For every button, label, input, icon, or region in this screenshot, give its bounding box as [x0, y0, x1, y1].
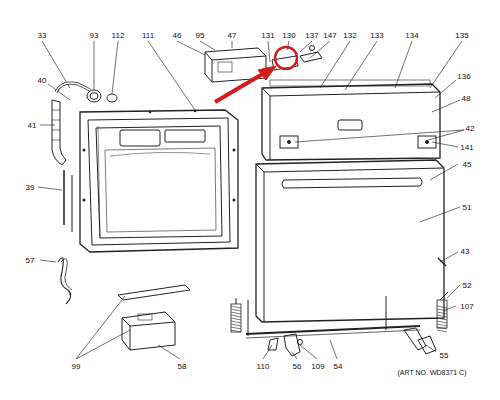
callout-number: 141	[459, 143, 474, 152]
spring-coil	[437, 324, 447, 326]
callout-number: 130	[281, 31, 296, 40]
callout-number: 47	[227, 31, 238, 40]
callout-number: 95	[195, 31, 206, 40]
callout-number: 56	[292, 362, 303, 371]
callout-number: 46	[172, 31, 183, 40]
spring-coil	[231, 324, 241, 326]
spring-coil	[437, 330, 447, 332]
spring-coil	[231, 309, 241, 311]
callout-number: 107	[459, 302, 474, 311]
spring-coil	[437, 312, 447, 314]
callout-number: 57	[25, 256, 36, 265]
callout-number: 39	[25, 183, 36, 192]
spring-coil	[231, 306, 241, 308]
callout-number: 40	[37, 76, 48, 85]
spring-coil	[231, 330, 241, 332]
callout-number: 111	[141, 31, 155, 40]
spring-coil	[437, 318, 447, 320]
callout-number: 132	[342, 31, 357, 40]
spring-coil	[437, 306, 447, 308]
callout-number: 51	[462, 203, 473, 212]
callout-number: 134	[404, 31, 419, 40]
art-number-note: (ART NO. WD8371 C)	[397, 368, 468, 377]
callout-number: 33	[37, 31, 48, 40]
spring-coil	[231, 327, 241, 329]
callout-number: 133	[369, 31, 384, 40]
callout-number: 45	[462, 160, 473, 169]
spring-coil	[231, 315, 241, 317]
callout-number: 99	[71, 362, 82, 371]
callout-number: 110	[256, 362, 271, 371]
callout-number: 112	[111, 31, 126, 40]
spring-coil	[437, 327, 447, 329]
callout-number: 58	[177, 362, 188, 371]
callout-number: 48	[461, 94, 472, 103]
callout-number: 136	[456, 72, 471, 81]
spring-coil	[231, 312, 241, 314]
callout-number: 41	[27, 121, 38, 130]
spring-coil	[437, 309, 447, 311]
spring-coil	[231, 318, 241, 320]
callout-number: 147	[322, 31, 337, 40]
spring-coil	[231, 321, 241, 323]
callout-number: 54	[333, 362, 344, 371]
callout-number: 55	[439, 351, 450, 360]
callout-number: 93	[89, 31, 100, 40]
callout-number: 131	[260, 31, 275, 40]
callout-number: 109	[310, 362, 325, 371]
callout-number: 42	[465, 124, 476, 133]
callout-number: 52	[462, 281, 473, 290]
spring-coil	[437, 315, 447, 317]
callout-number: 137	[304, 31, 319, 40]
callout-number: 135	[454, 31, 469, 40]
spring-coil	[437, 321, 447, 323]
callout-number: 43	[460, 247, 471, 256]
